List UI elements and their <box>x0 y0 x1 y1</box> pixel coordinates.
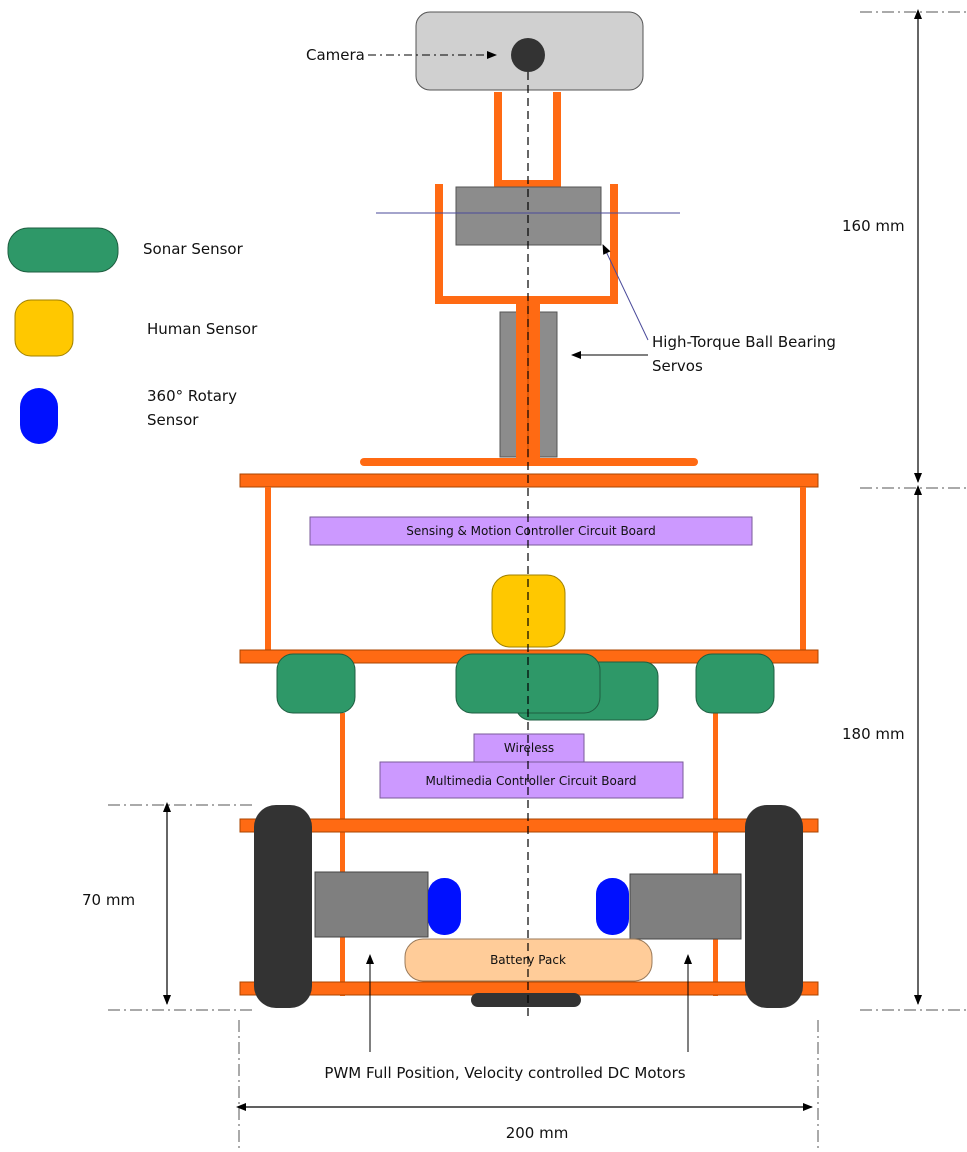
top-plate <box>239 473 819 488</box>
wireless-module <box>473 733 585 763</box>
legend-human-label: Human Sensor <box>147 320 258 338</box>
lower-left-rod <box>340 713 345 996</box>
motors-label: PWM Full Position, Velocity controlled D… <box>324 1064 685 1082</box>
legend-sonar-swatch <box>7 227 119 273</box>
legend-rotary-swatch <box>20 388 58 444</box>
wireless-label: Wireless <box>504 741 554 755</box>
sensing-board <box>309 516 753 546</box>
servos-pointer-upper <box>602 244 649 341</box>
upper-deck: Sensing & Motion Controller Circuit Boar… <box>239 473 819 664</box>
dim-lower-label-bg <box>838 722 910 744</box>
dimensions <box>108 11 967 1152</box>
left-motor <box>314 871 429 938</box>
caster-wheel <box>471 993 581 1007</box>
sonar-sensor-right <box>695 653 775 714</box>
right-motor <box>629 873 742 940</box>
upper-right-post <box>800 487 806 650</box>
servos-label-line2: Servos <box>652 357 703 375</box>
left-wheel <box>254 805 312 1008</box>
lower-right-rod <box>713 713 718 996</box>
dim-upper-label-bg <box>838 214 910 236</box>
rotary-sensor-right <box>596 878 629 935</box>
legend-rotary-label-line2: Sensor <box>147 411 199 429</box>
base-chassis: Battery Pack <box>239 805 819 1008</box>
multimedia-board-label: Multimedia Controller Circuit Board <box>425 774 636 788</box>
dim-lower-label: 180 mm <box>842 725 905 743</box>
upper-left-post <box>265 487 271 650</box>
dim-upper-label: 160 mm <box>842 217 905 235</box>
legend-rotary-label-line1: 360° Rotary <box>147 387 237 405</box>
legend-human-swatch <box>14 299 74 357</box>
base-top-plate <box>239 818 819 833</box>
mast-base-plate <box>360 458 698 466</box>
sonar-sensor-left <box>276 653 356 714</box>
sensing-board-label: Sensing & Motion Controller Circuit Boar… <box>406 524 655 538</box>
legend-sonar-label: Sonar Sensor <box>143 240 244 258</box>
servos-label-line1: High-Torque Ball Bearing <box>652 333 836 351</box>
camera-assembly: Camera <box>306 11 644 91</box>
dim-base-label: 70 mm <box>82 891 135 909</box>
dim-width-label: 200 mm <box>506 1124 569 1142</box>
rotary-sensor-left <box>428 878 461 935</box>
multimedia-board <box>379 761 684 799</box>
sonar-sensors <box>276 653 775 721</box>
camera-label: Camera <box>306 46 365 64</box>
legend: Sonar Sensor Human Sensor 360° Rotary Se… <box>7 227 258 444</box>
right-wheel <box>745 805 803 1008</box>
camera-lens <box>511 38 545 72</box>
